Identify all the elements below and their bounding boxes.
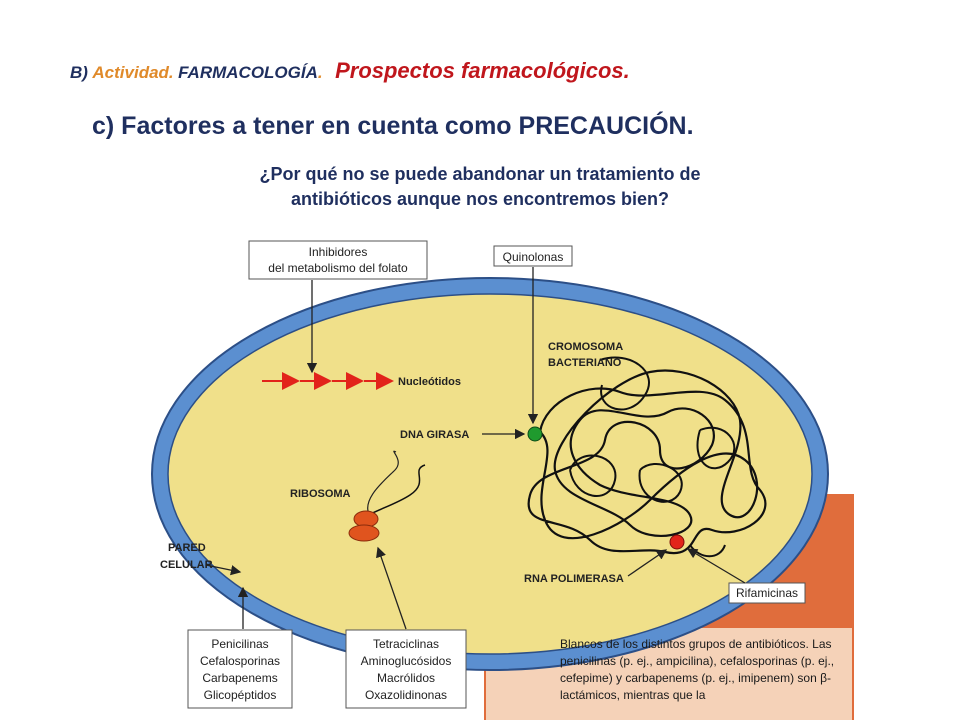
nucleotidos-label: Nucleótidos <box>398 376 461 388</box>
header-dot: . <box>317 63 323 82</box>
rifamicinas-box <box>728 582 806 604</box>
quinolonas-label: Quinolonas <box>503 250 564 264</box>
question-line-1: ¿Por qué no se puede abandonar un tratam… <box>259 164 701 184</box>
drug-tetraciclinas: Tetraciclinas <box>373 637 439 651</box>
cytoplasm <box>167 293 813 655</box>
pared-label-line-1: PARED <box>168 542 206 554</box>
ribosoma-label: RIBOSOMA <box>290 488 351 500</box>
header-section-letter: B) <box>70 63 88 82</box>
rna-polimerasa-arrow <box>627 549 668 577</box>
activity-header: B) Actividad. FARMACOLOGÍA. Prospectos f… <box>70 58 630 84</box>
pared-label-line-2: CELULAR <box>160 559 213 571</box>
inhibidores-box <box>248 240 428 280</box>
ribosoma-pointer-line <box>367 450 399 517</box>
inhibidores-line-2: del metabolismo del folato <box>268 261 408 275</box>
drug-carbapenems: Carbapenems <box>202 671 277 685</box>
bacterial-chromosome-loops <box>569 356 736 558</box>
figure-caption: Blancos de los distintos grupos de antib… <box>560 637 835 702</box>
ribosome-large-subunit <box>348 524 380 542</box>
ribosome-drugs-box <box>345 629 467 709</box>
dna-girasa-label: DNA GIRASA <box>400 429 469 441</box>
rifamicinas-label: Rifamicinas <box>736 586 798 600</box>
rifamicinas-arrow <box>686 548 746 584</box>
question-line-2: antibióticos aunque nos encontremos bien… <box>290 189 670 209</box>
drug-cefalosporinas: Cefalosporinas <box>200 654 280 668</box>
cromosoma-label-line-2: BACTERIANO <box>548 357 622 369</box>
cell-wall-drugs-box <box>187 629 293 709</box>
quinolonas-box <box>493 245 573 267</box>
drug-oxazolidinonas: Oxazolidinonas <box>365 688 447 702</box>
rna-polimerasa-label: RNA POLIMERASA <box>524 573 624 585</box>
header-topic: Prospectos farmacológicos. <box>335 58 630 83</box>
cromosoma-label-line-1: CROMOSOMA <box>548 341 623 353</box>
rna-polimerasa-dot <box>669 534 685 550</box>
drug-macrolidos: Macrólidos <box>377 671 435 685</box>
header-subject: FARMACOLOGÍA <box>178 63 318 82</box>
inhibidores-line-1: Inhibidores <box>309 245 368 259</box>
ribosome-drugs-arrow <box>376 546 407 630</box>
pared-arrow <box>205 564 242 576</box>
header-activity: Actividad. <box>92 63 174 82</box>
drug-aminoglucosidos: Aminoglucósidos <box>361 654 452 668</box>
slide-subtitle: c) Factores a tener en cuenta como PRECA… <box>92 112 694 140</box>
question-text: ¿Por qué no se puede abandonar un tratam… <box>160 162 800 212</box>
bacterial-chromosome <box>527 369 767 555</box>
dna-girasa-dot <box>527 426 543 442</box>
drug-penicilinas: Penicilinas <box>211 637 268 651</box>
drug-glicopeptidos: Glicopéptidos <box>204 688 277 702</box>
